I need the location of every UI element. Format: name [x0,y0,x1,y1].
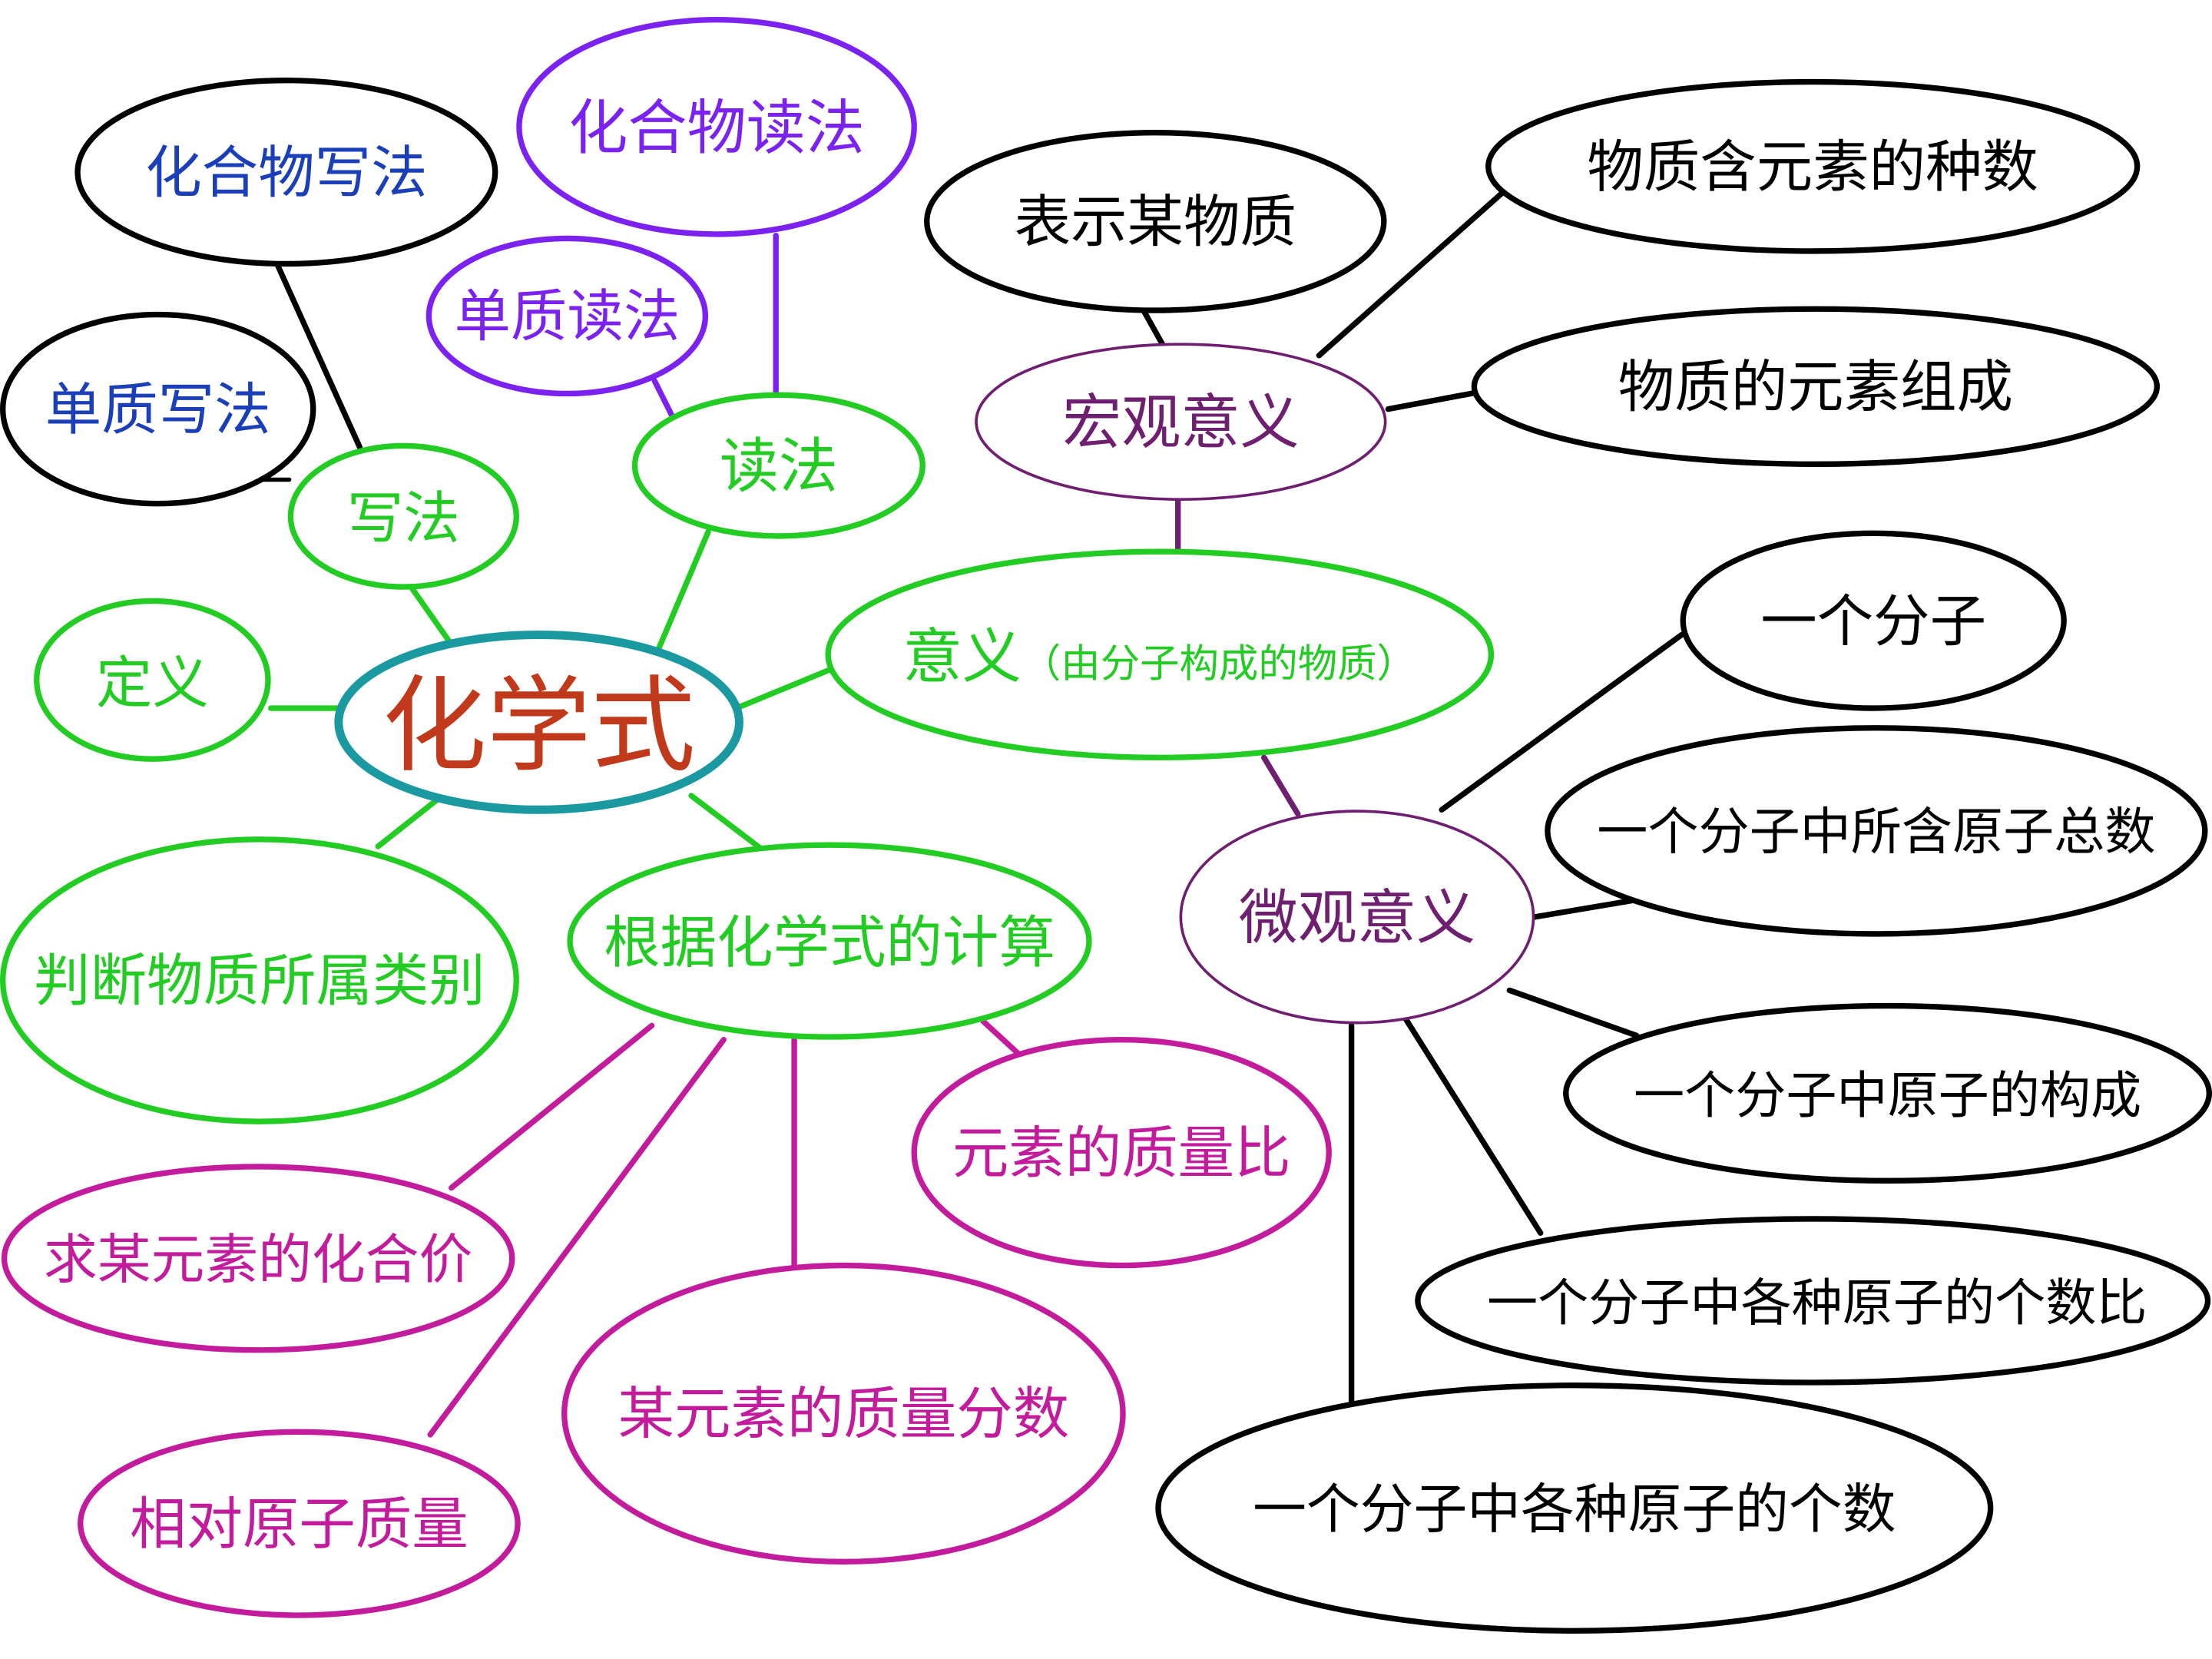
node-writing: 写法 [287,442,519,590]
node-meaning: 意义（由分子构成的物质） [825,548,1495,760]
node-calc-4-label: 相对原子质量 [130,1492,469,1557]
node-micro-5-label: 一个分子中各种原子的个数 [1253,1479,1896,1541]
node-macro-1-label: 表示某物质 [1015,190,1296,255]
node-element-write: 单质写法 [0,311,316,507]
node-calc-4: 相对原子质量 [78,1429,521,1618]
node-definition-label: 定义 [96,651,209,717]
connector-calc-2 [449,1022,655,1191]
connector-center-meaning [733,665,836,711]
node-micro-4-label: 一个分子中各种原子的个数比 [1487,1273,2147,1333]
node-definition: 定义 [34,598,271,762]
node-compound-write: 化合物写法 [75,78,498,267]
connector-micro-3 [1506,987,1640,1038]
node-compound-write-label: 化合物写法 [145,141,427,206]
connectors [254,186,1685,1438]
node-micro-3: 一个分子中原子的构成 [1563,1002,2212,1184]
center-node-label: 化学式 [382,666,696,787]
node-calc-1: 元素的质量比 [911,1037,1332,1269]
connector-micro-1 [1439,631,1685,813]
connector-center-classify [375,790,449,849]
node-reading: 读法 [631,392,926,539]
node-micro-1: 一个分子 [1680,530,2067,711]
center-node: 化学式 [334,631,743,814]
connector-macro-1 [1140,306,1166,347]
node-compound-read: 化合物读法 [516,17,917,237]
node-classify-label: 判断物质所属类别 [34,949,485,1014]
node-meaning-text: 意义（由分子构成的物质） [903,623,1416,692]
node-calc-3-label: 某元素的质量分数 [618,1382,1070,1447]
node-calc-2-label: 求某元素的化合价 [44,1229,472,1291]
connector-calc-4 [427,1037,727,1438]
node-calculation-label: 根据化学式的计算 [604,911,1055,976]
connector-center-writing [409,585,452,644]
node-calculation: 根据化学式的计算 [567,842,1092,1040]
node-writing-label: 写法 [347,486,460,551]
node-micro-4: 一个分子中各种原子的个数比 [1415,1216,2211,1386]
node-micro-2-label: 一个分子中所含原子总数 [1597,803,2155,862]
node-element-read-label: 单质读法 [454,284,680,349]
node-element-write-label: 单质写法 [45,377,271,442]
node-macro-3: 物质的元素组成 [1471,306,2161,467]
node-reading-label: 读法 [720,432,838,502]
node-calc-3: 某元素的质量分数 [561,1262,1126,1565]
node-meaning-label: 意义 [903,623,1022,692]
node-macro-3-label: 物质的元素组成 [1618,355,2013,420]
connector-calc-1 [980,1018,1022,1057]
connector-micro-2 [1532,896,1647,920]
connector-macro-3 [1385,389,1482,412]
node-compound-read-label: 化合物读法 [568,94,865,163]
node-micro-2: 一个分子中所含原子总数 [1545,725,2208,937]
node-micro-label: 微观意义 [1239,883,1476,952]
node-micro: 微观意义 [1179,810,1535,1025]
connector-meaning-micro [1261,754,1301,817]
node-calc-1-label: 元素的质量比 [952,1121,1291,1186]
connector-center-reading [654,528,711,655]
node-micro-5: 一个分子中各种原子的个数 [1155,1382,1994,1634]
connector-macro-2 [1316,186,1510,359]
connector-reading-element [651,378,674,418]
node-meaning-note: （由分子构成的物质） [1022,641,1416,687]
node-element-read: 单质读法 [426,235,709,397]
node-micro-1-label: 一个分子 [1760,589,1986,654]
node-macro: 宏观意义 [975,343,1387,502]
node-classify: 判断物质所属类别 [0,836,519,1124]
node-macro-2-label: 物质含元素的种数 [1587,134,2038,200]
connector-center-calculation [688,793,765,853]
node-macro-1: 表示某物质 [924,129,1387,313]
node-macro-2: 物质含元素的种数 [1485,78,2141,254]
connector-writing-compound [272,257,363,450]
connector-micro-4 [1400,1012,1544,1236]
node-calc-2: 求某元素的化合价 [1,1164,515,1353]
node-micro-3-label: 一个分子中原子的构成 [1634,1066,2141,1125]
node-macro-label: 宏观意义 [1062,389,1300,458]
